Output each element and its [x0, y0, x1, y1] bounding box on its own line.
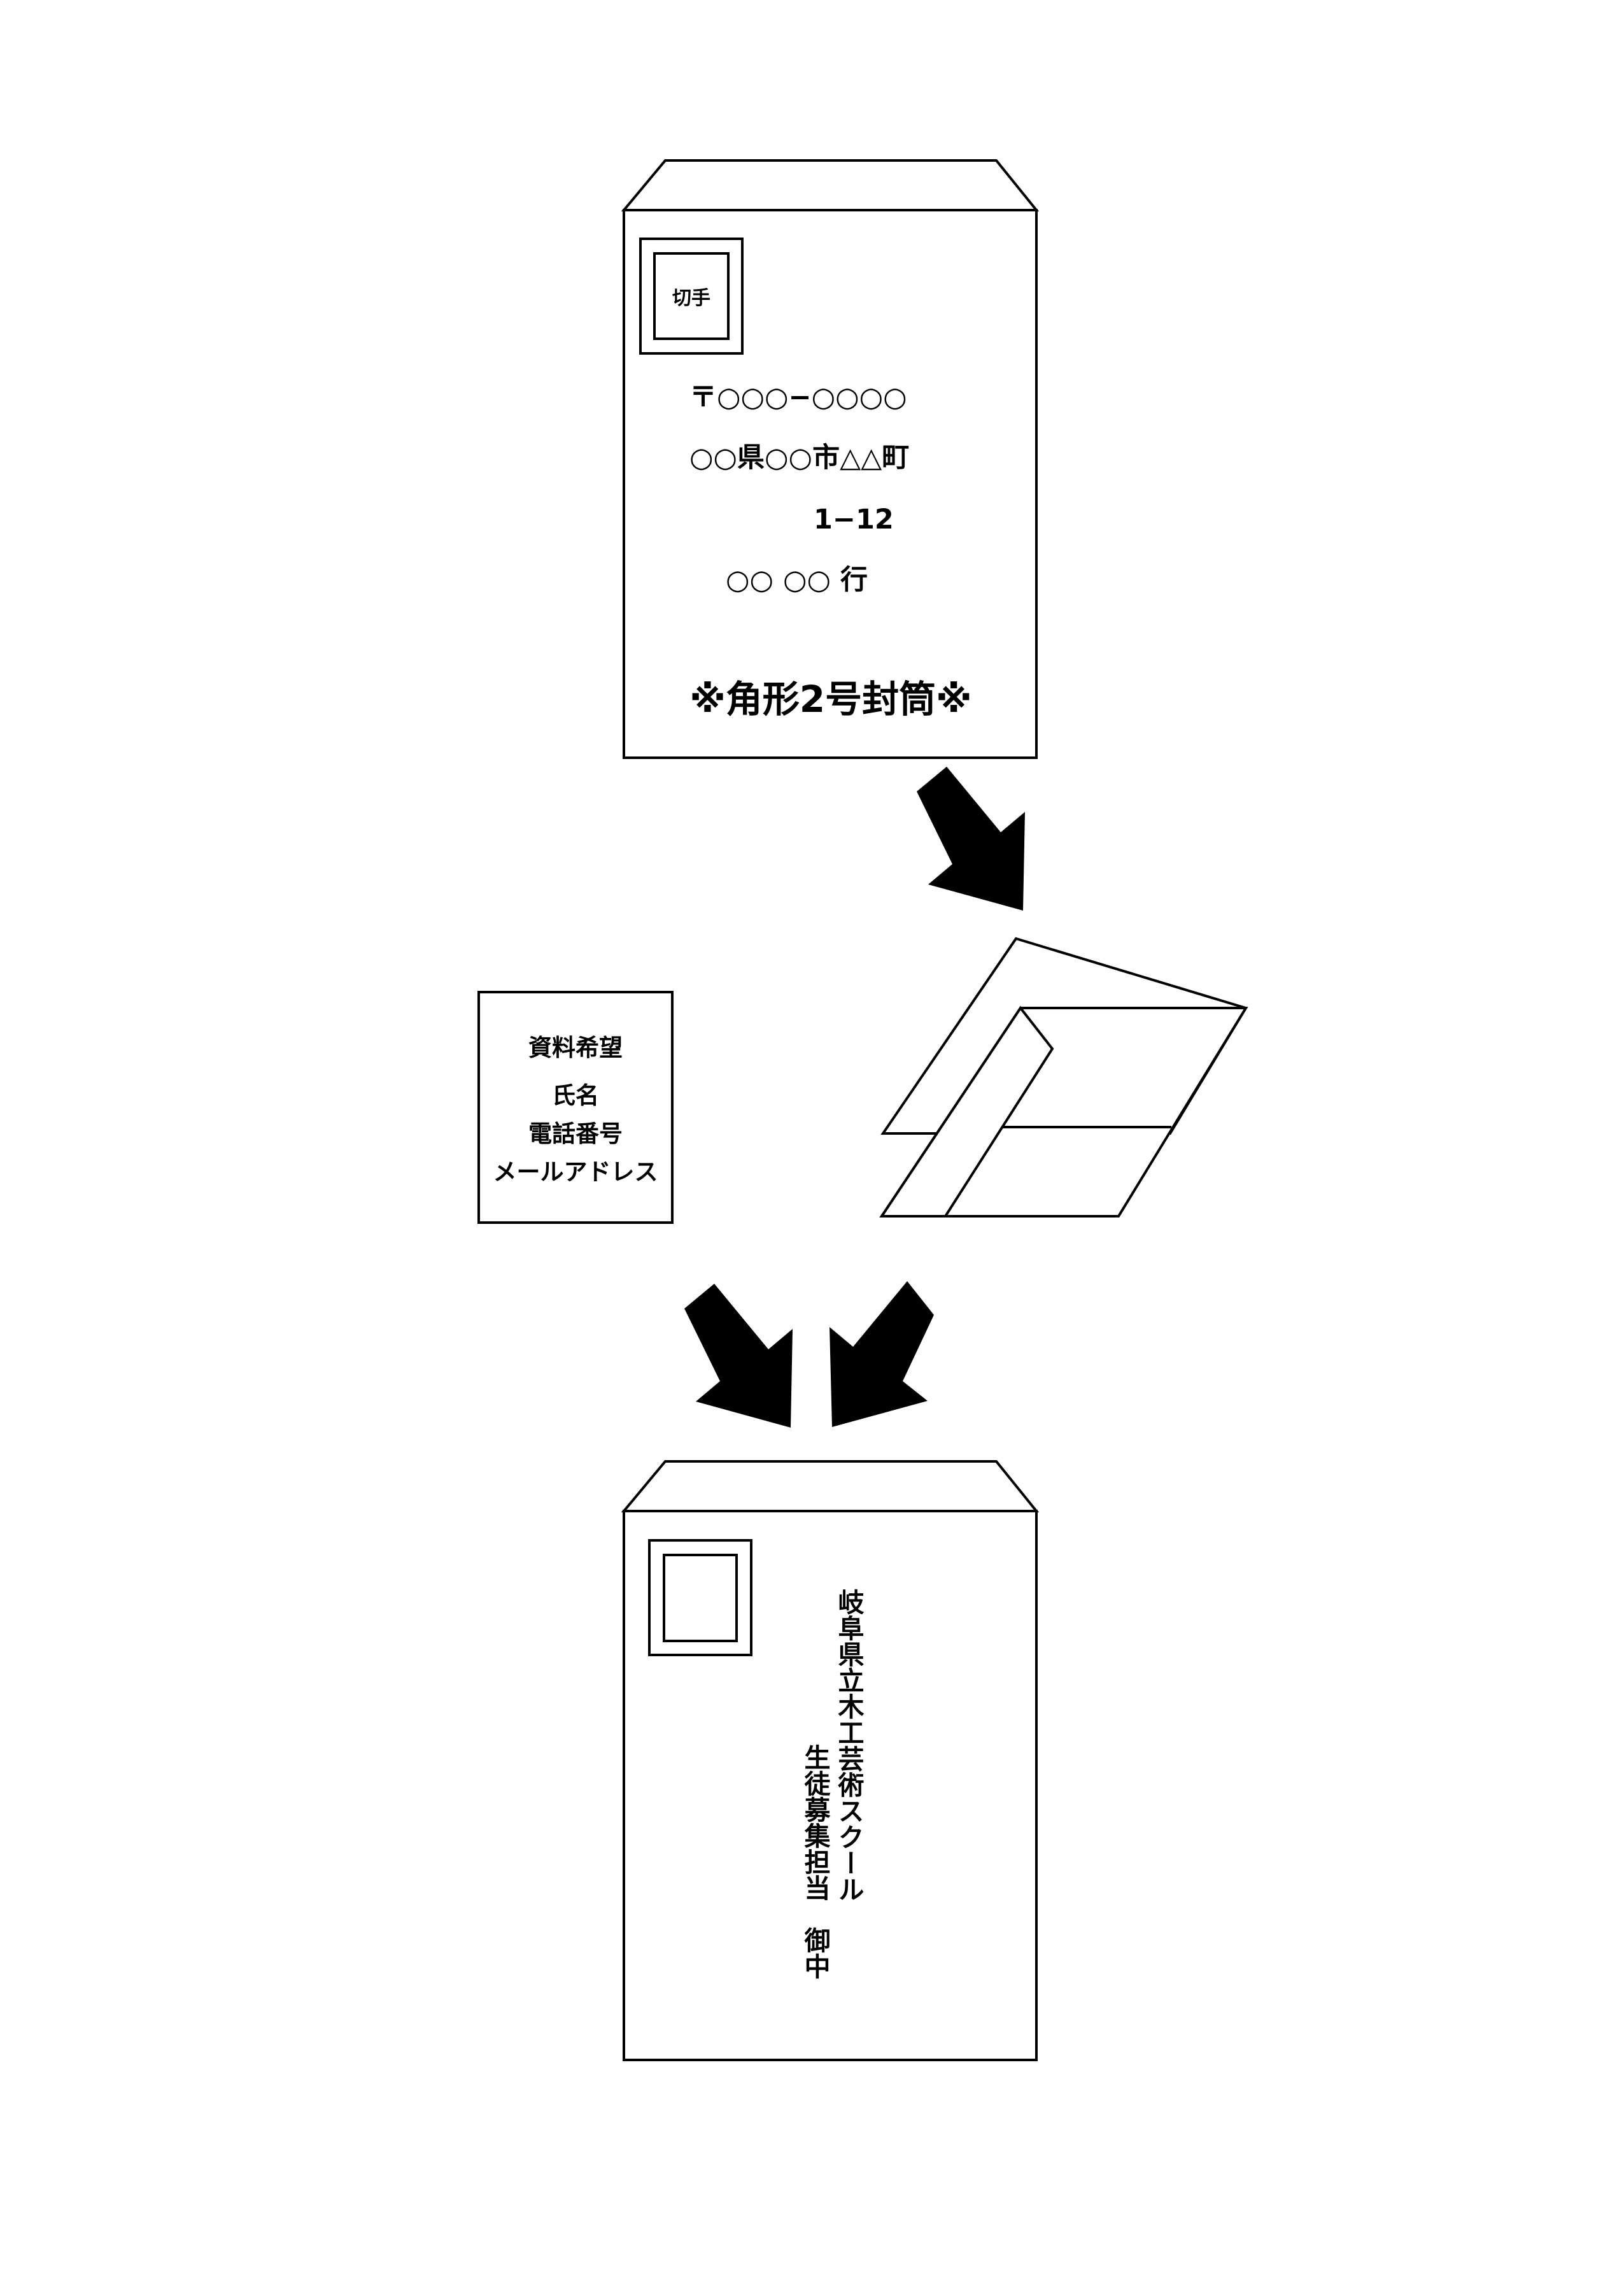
outgoing-stamp-frame-inner	[663, 1554, 738, 1642]
folded-envelope	[879, 937, 1248, 1218]
request-card-field-name: 氏名	[552, 1082, 599, 1109]
address-line-2: 1−12	[814, 504, 894, 536]
arrow-from-card-icon	[684, 1284, 793, 1428]
outgoing-envelope-flap	[621, 1460, 1040, 1512]
school-address-vertical: 岐阜県立木工芸術スクール	[833, 1589, 865, 1902]
envelope-size-note: ※角形2号封筒※	[689, 678, 971, 721]
address-line-1: ○○県○○市△△町	[689, 442, 909, 474]
arrow-from-folded-envelope-icon	[830, 1281, 934, 1427]
outgoing-envelope-body	[623, 1510, 1038, 2061]
request-card-field-email: メールアドレス	[493, 1158, 658, 1186]
postal-code: 〒○○○−○○○○	[689, 381, 907, 413]
return-envelope: 切手 〒○○○−○○○○ ○○県○○市△△町 1−12 ○○ ○○ 行 ※角形2…	[621, 159, 1040, 759]
outgoing-stamp-frame-outer	[648, 1539, 752, 1656]
stamp-frame-inner	[653, 252, 730, 340]
request-card-field-phone: 電話番号	[528, 1120, 623, 1147]
request-card-title: 資料希望	[528, 1034, 623, 1061]
folded-envelope-side-flap	[879, 1005, 1054, 1218]
request-card-frame	[477, 991, 674, 1224]
stamp-frame-outer	[639, 238, 744, 355]
request-card: 資料希望 氏名 電話番号 メールアドレス	[477, 991, 674, 1224]
envelope-body	[623, 209, 1038, 759]
recipient-name: ○○ ○○ 行	[726, 564, 868, 596]
stamp-label: 切手	[672, 287, 710, 309]
arrow-down-right-icon	[917, 767, 1025, 911]
department-vertical: 生徒募集担当 御中	[800, 1744, 831, 1979]
outgoing-envelope: 岐阜県立木工芸術スクール 生徒募集担当 御中	[621, 1460, 1040, 2061]
envelope-flap	[621, 159, 1040, 211]
